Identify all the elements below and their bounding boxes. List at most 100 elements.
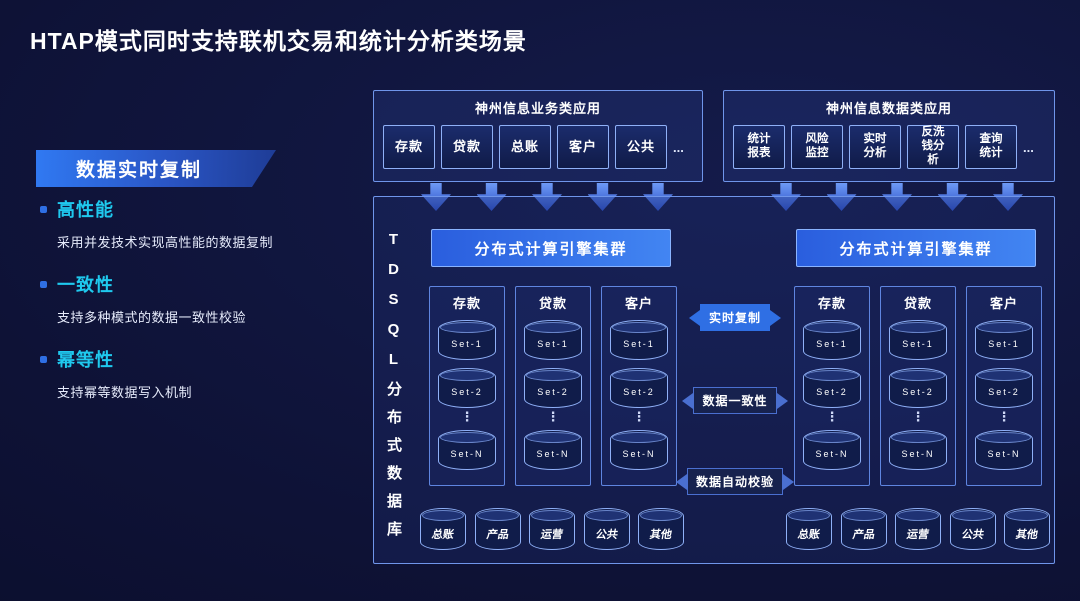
data-apps-title: 神州信息数据类应用 <box>825 101 952 116</box>
bullet-dot-icon <box>40 355 47 363</box>
shard-group-label: 客户 <box>989 296 1018 311</box>
set-label: Set-2 <box>902 387 934 397</box>
app-item: 统计报表 <box>733 125 785 169</box>
db-cylinder: 公共 <box>949 508 996 550</box>
aux-db-label: 运营 <box>905 528 930 541</box>
set-label: Set-1 <box>623 339 655 349</box>
aux-db-row-left: 总账 产品 运营 公共 其他 <box>420 508 684 550</box>
db-cylinder: 总账 <box>420 508 466 550</box>
set-label: Set-1 <box>451 339 483 349</box>
engine-cluster-left: 分布式计算引擎集群 <box>431 229 671 267</box>
bullet-dot-icon <box>40 205 47 213</box>
db-cylinder: Set-2 <box>975 368 1033 408</box>
feature-desc: 支持多种模式的数据一致性校验 <box>57 310 247 325</box>
db-cylinder: Set-2 <box>803 368 861 408</box>
flow-label: 数据自动校验 <box>687 468 784 495</box>
feature-item: 高性能 采用并发技术实现高性能的数据复制 <box>40 196 355 251</box>
app-item: 实时分析 <box>849 125 901 169</box>
feature-heading-row: 高性能 <box>40 196 355 222</box>
app-items-row: 存款 贷款 总账 客户 公共 ... <box>374 117 702 169</box>
aux-db-label: 其他 <box>1014 528 1039 541</box>
db-cylinder: Set-N <box>610 430 668 470</box>
feature-heading-row: 一致性 <box>40 271 355 297</box>
arrow-right-icon <box>770 309 781 326</box>
aux-db-label: 总账 <box>430 528 455 541</box>
shard-group: 客户 Set-1 Set-2 ⋮ Set-N <box>601 286 677 486</box>
tdsql-vertical-label: TDSQL分布式数据库 <box>385 231 402 549</box>
app-item: 公共 <box>615 125 667 169</box>
tdsql-panel: TDSQL分布式数据库 分布式计算引擎集群 分布式计算引擎集群 存款 Set-1… <box>373 196 1055 564</box>
feature-item: 一致性 支持多种模式的数据一致性校验 <box>40 271 355 326</box>
db-cylinder: Set-1 <box>438 320 496 360</box>
app-item: 总账 <box>499 125 551 169</box>
shard-group: 贷款 Set-1 Set-2 ⋮ Set-N <box>515 286 591 486</box>
db-cylinder: 总账 <box>786 508 832 550</box>
vertical-ellipsis: ⋮ <box>546 409 560 424</box>
shard-group-label: 贷款 <box>538 296 567 311</box>
arrow-left-icon <box>682 392 694 409</box>
set-label: Set-1 <box>816 339 848 349</box>
vertical-ellipsis: ⋮ <box>825 409 839 424</box>
feature-heading-row: 幂等性 <box>40 346 355 372</box>
app-item: 存款 <box>383 125 435 169</box>
aux-db-label: 运营 <box>539 528 564 541</box>
db-cylinder: Set-N <box>438 430 496 470</box>
shard-group-label: 存款 <box>817 296 846 311</box>
arrow-right-icon <box>783 473 795 490</box>
flow-data-consistency: 数据一致性 <box>678 387 792 414</box>
db-cylinder: Set-1 <box>610 320 668 360</box>
flow-auto-verification: 数据自动校验 <box>676 468 795 495</box>
aux-db-label: 公共 <box>594 528 619 541</box>
set-label: Set-1 <box>902 339 934 349</box>
db-cylinder: Set-N <box>524 430 582 470</box>
set-label: Set-2 <box>816 387 848 397</box>
set-label: Set-N <box>450 449 484 459</box>
flow-label: 实时复制 <box>699 304 770 331</box>
db-cylinder: Set-2 <box>524 368 582 408</box>
db-cylinder: Set-2 <box>438 368 496 408</box>
shard-group-label: 客户 <box>624 296 653 311</box>
aux-db-label: 总账 <box>796 528 821 541</box>
db-cylinder: 其他 <box>638 508 684 550</box>
set-label: Set-N <box>622 449 656 459</box>
arrow-left-icon <box>688 309 700 326</box>
aux-db-label: 公共 <box>960 528 985 541</box>
vertical-ellipsis: ⋮ <box>997 409 1011 424</box>
more-ellipsis: ... <box>1023 139 1034 155</box>
flow-label: 数据一致性 <box>693 387 777 414</box>
aux-db-label: 产品 <box>851 528 876 541</box>
flow-realtime-replication: 实时复制 <box>678 304 792 331</box>
aux-db-label: 产品 <box>485 528 510 541</box>
more-ellipsis: ... <box>673 139 684 155</box>
feature-heading: 幂等性 <box>57 350 114 370</box>
set-label: Set-1 <box>988 339 1020 349</box>
business-apps-title: 神州信息业务类应用 <box>474 101 601 116</box>
shard-group-label: 贷款 <box>903 296 932 311</box>
bullet-dot-icon <box>40 280 47 288</box>
down-arrows-right <box>771 183 1023 211</box>
feature-heading: 一致性 <box>57 275 114 295</box>
arrow-left-icon <box>676 473 687 490</box>
feature-heading: 高性能 <box>57 200 114 220</box>
data-apps-panel: 神州信息数据类应用 统计报表 风险监控 实时分析 反洗钱分析 查询统计 ... <box>723 90 1055 182</box>
db-cylinder: Set-N <box>975 430 1033 470</box>
section-badge-label: 数据实时复制 <box>76 160 203 181</box>
vertical-ellipsis: ⋮ <box>911 409 925 424</box>
set-label: Set-N <box>901 449 935 459</box>
set-label: Set-2 <box>537 387 569 397</box>
db-cylinder: Set-1 <box>803 320 861 360</box>
db-cylinder: 产品 <box>474 508 521 550</box>
db-cylinder: 运营 <box>895 508 941 550</box>
app-item: 反洗钱分析 <box>907 125 959 169</box>
db-cylinder: 运营 <box>529 508 575 550</box>
set-label: Set-1 <box>537 339 569 349</box>
set-label: Set-2 <box>623 387 655 397</box>
aux-db-row-right: 总账 产品 运营 公共 其他 <box>786 508 1050 550</box>
page-title: HTAP模式同时支持联机交易和统计分析类场景 <box>30 28 527 54</box>
set-label: Set-N <box>987 449 1021 459</box>
db-cylinder: 其他 <box>1004 508 1050 550</box>
aux-db-label: 其他 <box>648 528 673 541</box>
db-cylinder: Set-N <box>803 430 861 470</box>
feature-item: 幂等性 支持幂等数据写入机制 <box>40 346 355 401</box>
